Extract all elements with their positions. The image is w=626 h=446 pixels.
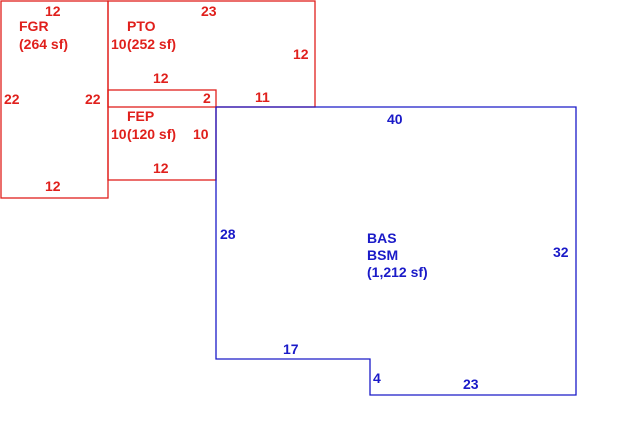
bas-code: BAS: [367, 230, 397, 246]
bas-dim-bottom-left: 17: [283, 341, 299, 357]
bas-area: (1,212 sf): [367, 264, 428, 280]
bsm-code: BSM: [367, 247, 398, 263]
fep-area: (120 sf): [127, 126, 176, 142]
pto-dim-top: 23: [201, 3, 217, 19]
fep-dim-top-right: 2: [203, 90, 211, 106]
pto-area: (252 sf): [127, 36, 176, 52]
bas-outline: [215, 106, 577, 396]
bas-dim-left: 28: [220, 226, 236, 242]
bas-dim-right: 32: [553, 244, 569, 260]
fgr-dim-left: 22: [4, 91, 20, 107]
bas-dim-step: 4: [373, 370, 381, 386]
fep-dim-right: 10: [193, 126, 209, 142]
fep-dim-bottom: 12: [153, 160, 169, 176]
fgr-dim-bottom: 12: [45, 178, 61, 194]
fgr-code: FGR: [19, 18, 49, 34]
pto-dim-bottom-right: 11: [255, 89, 270, 105]
pto-dim-left: 10: [111, 36, 127, 52]
pto-dim-bottom: 12: [153, 70, 169, 86]
bas-dim-bottom-right: 23: [463, 376, 479, 392]
bas-dim-top: 40: [387, 111, 403, 127]
fep-dim-left: 10: [111, 126, 127, 142]
pto-dim-right: 12: [293, 46, 309, 62]
pto-code: PTO: [127, 18, 156, 34]
fgr-dim-top: 12: [45, 3, 61, 19]
fep-code: FEP: [127, 108, 154, 124]
fgr-area: (264 sf): [19, 36, 68, 52]
pto-outline: [107, 0, 316, 108]
fgr-dim-right: 22: [85, 91, 101, 107]
